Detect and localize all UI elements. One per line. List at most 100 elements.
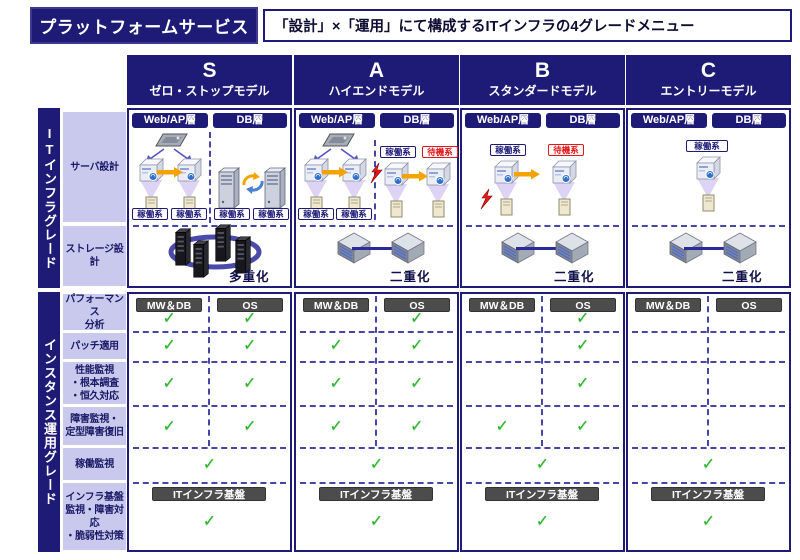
row-divider [632,331,785,333]
tier-pill-webap: Web/AP層 [299,113,375,128]
grade-header-s: S ゼロ・ストップモデル [127,55,292,105]
subcol-mwdb: MW＆DB [303,298,369,312]
storage-unit-icon [550,230,594,266]
storage-mode-label: 二重化 [390,270,431,284]
tier-pill-db: DB層 [546,113,620,128]
check-cell: ✓ [162,337,176,354]
failover-arrow-icon [157,166,183,178]
storage-mode-label: 多重化 [229,270,270,284]
page-title: プラットフォームサービス [30,7,258,44]
storage-link [352,247,410,250]
subcol-mwdb: MW＆DB [136,298,202,312]
check-cell: ✓ [576,375,590,392]
row-label-patch: パッチ適用 [63,333,126,359]
row-label-perf-monitoring: 性能監視 ・根本調査 ・恒久対応 [63,362,126,404]
check-cell [462,309,543,329]
load-balancer-icon [151,130,191,150]
active-system-label: 稼働系 [298,208,334,220]
row-divider [133,331,286,333]
grade-letter: S [202,59,217,82]
subcol-divider [208,296,210,446]
operation-grid-s: MW＆DB OS ✓ ✓ ✓ ✓ ✓ ✓ ✓ ✓ ✓ ITインフラ基盤 ✓ [127,292,292,552]
grade-model: スタンダードモデル [488,84,597,98]
subcol-divider [707,296,709,446]
row-divider [133,447,286,449]
row-divider [632,482,785,484]
check-cell: ✓ [701,456,716,473]
row-divider [632,361,785,363]
side-label-operation-grade: インスタンス運用グレード [38,292,60,552]
check-cell [709,336,790,356]
subcol-mwdb: MW＆DB [635,298,701,312]
row-label-availability-monitoring: 稼働監視 [63,448,126,480]
failover-arrow-icon [322,166,348,178]
standby-system-label: 待機系 [422,146,458,158]
server-design-b: Web/AP層 DB層 稼働系 待機系 二重化 [460,108,625,288]
active-system-label: 稼働系 [132,208,168,220]
check-cell: ✓ [701,513,716,530]
active-system-label: 稼働系 [380,146,416,158]
sync-arrows-icon [240,172,266,194]
failure-bolt-icon [480,188,494,210]
storage-link [516,247,574,250]
row-divider [466,405,619,407]
tier-pill-webap: Web/AP層 [631,113,707,128]
standby-system-label: 待機系 [548,144,584,156]
check-cell: ✓ [243,337,257,354]
subcol-divider [541,296,543,446]
failure-bolt-icon [370,162,384,184]
check-cell: ✓ [576,310,590,327]
failover-arrow-icon [514,168,540,180]
section-divider [632,225,785,227]
active-system-label: 稼働系 [686,140,728,152]
section-divider [133,225,286,227]
row-divider [133,361,286,363]
tier-pill-db: DB層 [712,113,786,128]
tier-pill-db: DB層 [380,113,454,128]
cluster-ring-icon [168,234,262,270]
infra-base-pill: ITインフラ基盤 [319,487,433,501]
grade-letter: B [534,59,551,82]
active-system-label: 稼働系 [490,144,526,156]
vm-server-icon [690,154,726,212]
grade-header-a: A ハイエンドモデル [294,55,459,105]
check-cell: ✓ [243,310,257,327]
vm-server-icon [546,158,582,216]
check-cell: ✓ [369,513,384,530]
row-divider [466,331,619,333]
storage-tower-icon [191,238,211,280]
page-subtitle: 「設計」×「運用」にて構成するITインフラの4グレードメニュー [263,9,792,42]
row-label-performance: パフォーマンス 分析 [63,294,126,331]
storage-unit-icon [718,230,762,266]
active-system-label: 稼働系 [214,208,250,220]
tier-pill-db: DB層 [213,113,287,128]
grade-header-c: C エントリーモデル [626,55,791,105]
db-server-icon [215,166,243,210]
server-design-s: Web/AP層 DB層 稼働系 稼働系 稼働系 稼働系 多重化 [127,108,292,288]
check-cell: ✓ [410,375,424,392]
row-label-storage-design: ストレージ設計 [63,226,126,286]
vm-server-icon [171,156,207,214]
subcol-os: OS [716,298,782,312]
row-label-infra-monitoring: インフラ基盤 監視・障害対応 ・脆弱性対策 [63,483,126,550]
row-label-fault-monitoring: 障害監視・ 定型障害復旧 [63,407,126,445]
storage-mode-label: 二重化 [722,270,763,284]
vm-server-icon [133,156,169,214]
operation-grid-b: MW＆DB OS ✓ ✓ ✓ ✓ ✓ ✓ ITインフラ基盤 ✓ [460,292,625,552]
row-divider [466,447,619,449]
check-cell: ✓ [329,375,343,392]
grade-model: ハイエンドモデル [328,84,425,98]
grade-letter: A [368,59,385,82]
storage-link [684,247,742,250]
load-balancer-icon [318,130,358,150]
grade-letter: C [700,59,717,82]
infra-base-pill: ITインフラ基盤 [152,487,266,501]
subcol-os: OS [550,298,616,312]
check-cell: ✓ [535,513,550,530]
tier-pill-webap: Web/AP層 [465,113,541,128]
check-cell: ✓ [576,337,590,354]
check-cell: ✓ [243,418,257,435]
check-cell: ✓ [329,337,343,354]
check-cell: ✓ [410,418,424,435]
